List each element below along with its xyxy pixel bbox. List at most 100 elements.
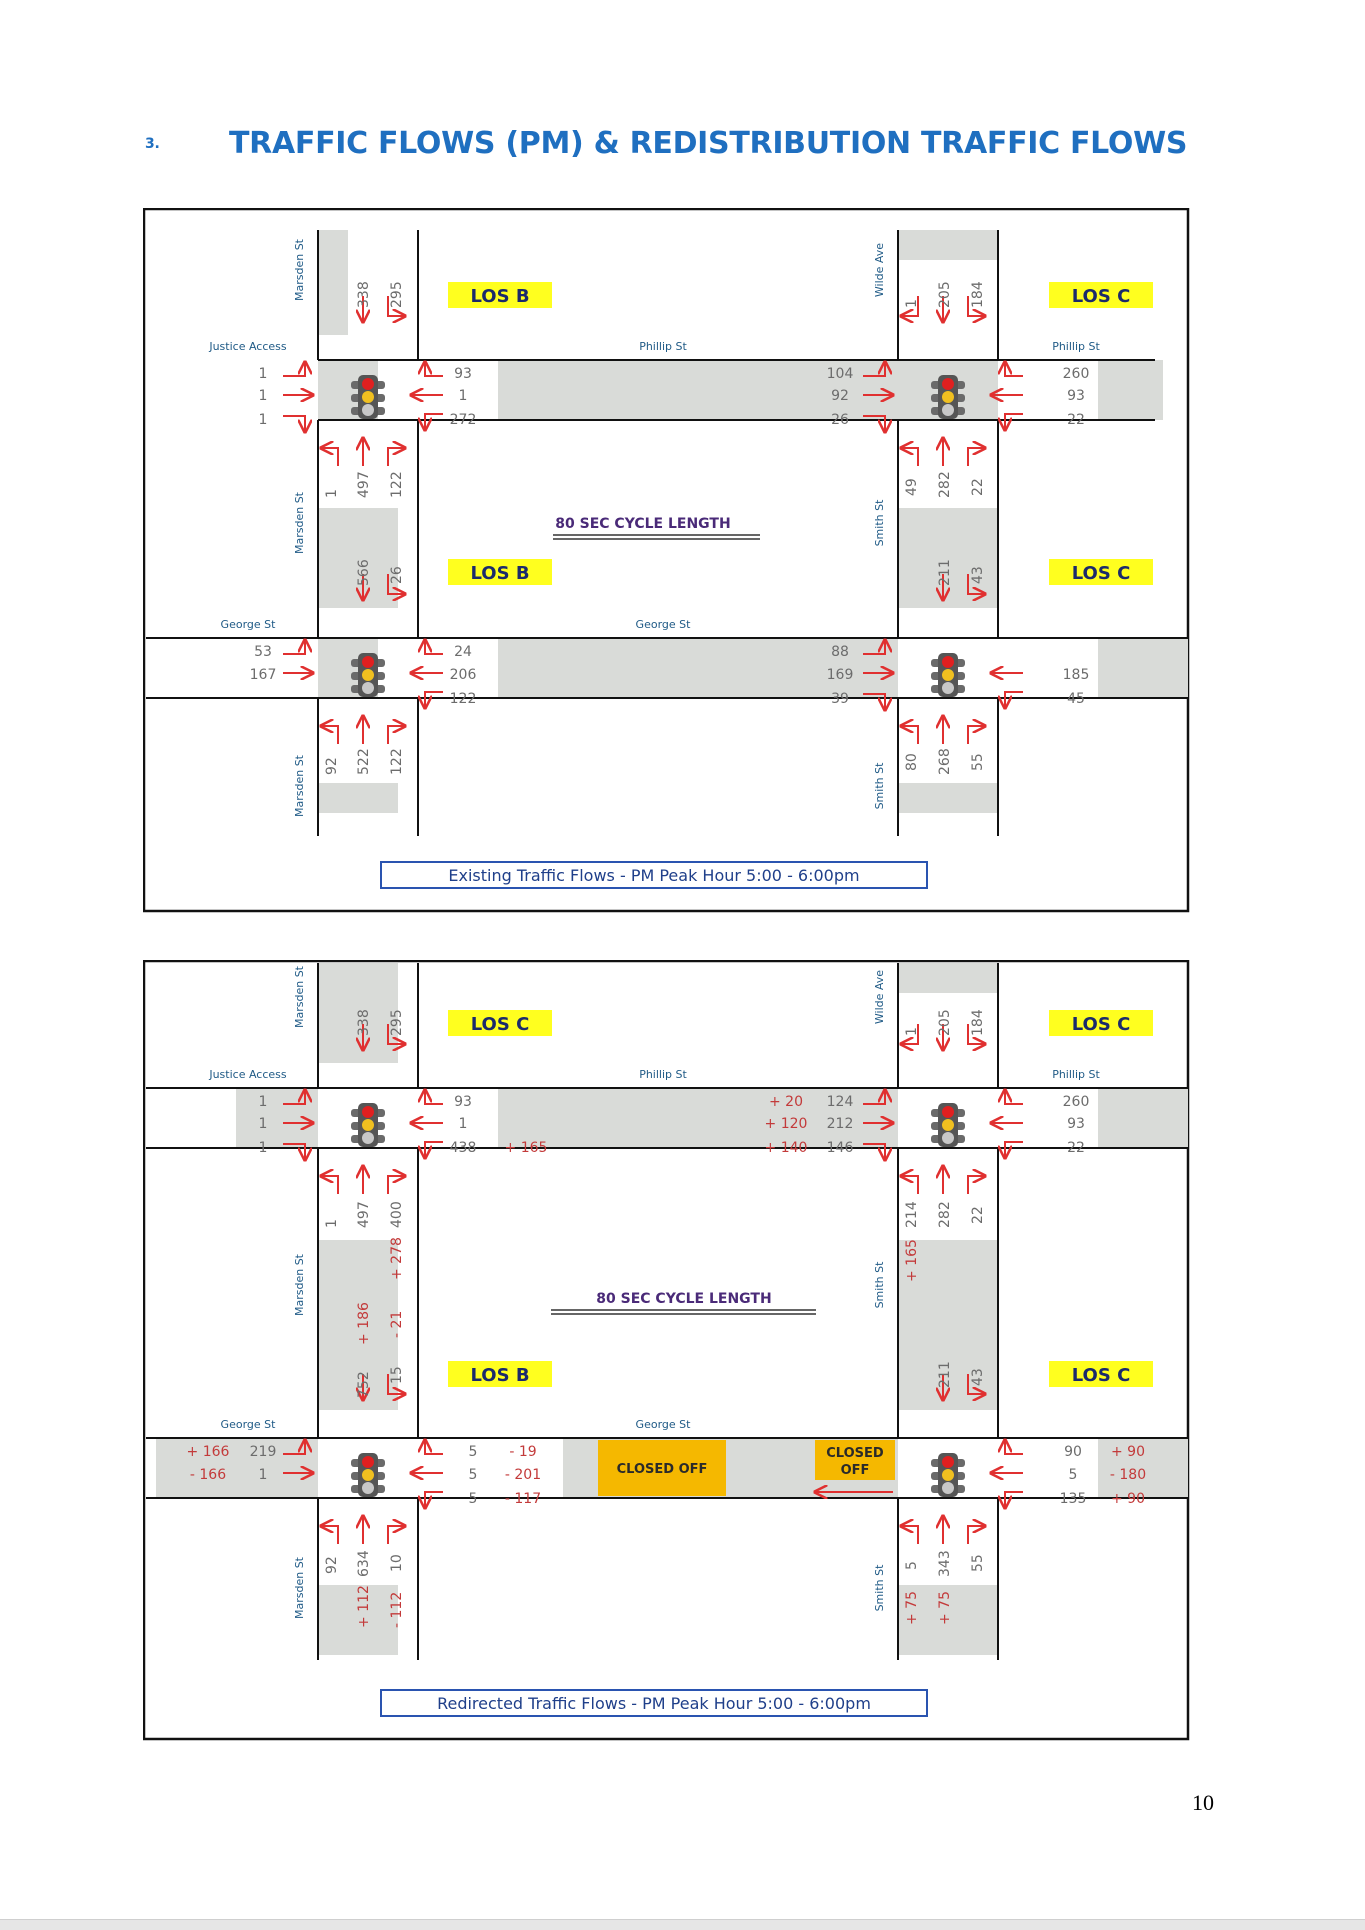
flow-count: 752 — [356, 1371, 372, 1398]
flow-delta: - 112 — [389, 1592, 405, 1628]
street-label: Marsden St — [293, 1556, 306, 1619]
los-badge — [448, 1361, 552, 1387]
flow-count: 185 — [1063, 667, 1090, 683]
flow-count: 169 — [827, 667, 854, 683]
flow-count: 1 — [459, 388, 468, 404]
flow-count: 5 — [1069, 1467, 1078, 1483]
flow-count: 45 — [1067, 691, 1085, 707]
street-label: Phillip St — [639, 1068, 687, 1081]
flow-count: 1 — [259, 366, 268, 382]
street-label: Marsden St — [293, 754, 306, 817]
flow-count: 205 — [937, 281, 953, 308]
existing-traffic-diagram: LOS B LOS C LOS B LOS C 80 SEC CYCLE LEN… — [143, 208, 1190, 913]
flow-count: 1 — [259, 388, 268, 404]
flow-delta: + 112 — [356, 1585, 372, 1628]
closed-off-block — [598, 1440, 726, 1496]
flow-count: 10 — [389, 1554, 405, 1572]
los-badge — [1049, 1361, 1153, 1387]
flow-count: 1 — [459, 1116, 468, 1132]
flow-count: 167 — [250, 667, 277, 683]
flow-count: 90 — [1064, 1444, 1082, 1460]
flow-delta: - 166 — [190, 1467, 226, 1483]
los-label: LOS B — [470, 1365, 529, 1386]
flow-count: 122 — [450, 691, 477, 707]
closed-off-label: OFF — [841, 1463, 870, 1478]
los-label: LOS C — [1072, 286, 1131, 307]
flow-count: 1 — [904, 299, 920, 308]
flow-count: 104 — [827, 366, 854, 382]
flow-delta: + 166 — [187, 1444, 230, 1460]
flow-count: 124 — [827, 1094, 854, 1110]
flow-count: 93 — [1067, 1116, 1085, 1132]
caption-box — [380, 861, 928, 889]
closed-off-label: CLOSED OFF — [617, 1462, 708, 1477]
los-badge — [448, 1010, 552, 1036]
page-number: 10 — [1192, 1790, 1214, 1815]
cycle-length-label: 80 SEC CYCLE LENGTH — [596, 1291, 771, 1307]
flow-count: 1 — [259, 1094, 268, 1110]
flow-count: 135 — [1060, 1491, 1087, 1507]
flow-count: 1 — [324, 489, 340, 498]
street-label: Marsden St — [293, 491, 306, 554]
street-label: Marsden St — [293, 1253, 306, 1316]
street-label: George St — [221, 618, 277, 631]
flow-count: 53 — [254, 644, 272, 660]
flow-count: 338 — [356, 1009, 372, 1036]
flow-count: 219 — [250, 1444, 277, 1460]
flow-count: 80 — [904, 753, 920, 771]
flow-count: 295 — [389, 281, 405, 308]
street-label: Marsden St — [293, 965, 306, 1028]
flow-count: 26 — [389, 566, 405, 584]
flow-count: 5 — [904, 1561, 920, 1570]
flow-count: 1 — [259, 1467, 268, 1483]
flow-delta: + 90 — [1111, 1491, 1145, 1507]
flow-count: 1 — [904, 1027, 920, 1036]
traffic-light-icon — [931, 1453, 965, 1497]
los-label: LOS C — [1072, 1365, 1131, 1386]
flow-delta: + 278 — [389, 1237, 405, 1280]
diagram-caption: Redirected Traffic Flows - PM Peak Hour … — [437, 1694, 871, 1713]
section-heading: 3. TRAFFIC FLOWS (PM) & REDISTRIBUTION T… — [145, 126, 1188, 161]
flow-delta: - 117 — [505, 1491, 541, 1507]
flow-count: 497 — [356, 1201, 372, 1228]
los-badge — [1049, 1010, 1153, 1036]
flow-count: 88 — [831, 644, 849, 660]
traffic-light-icon — [351, 653, 385, 697]
flow-count: 522 — [356, 748, 372, 775]
flow-count: 260 — [1063, 366, 1090, 382]
flow-delta: - 21 — [389, 1311, 405, 1338]
street-label: Phillip St — [1052, 340, 1100, 353]
flow-count: 22 — [1067, 412, 1085, 428]
flow-delta: + 90 — [1111, 1444, 1145, 1460]
street-label: Justice Access — [208, 340, 287, 353]
flow-count: 272 — [450, 412, 477, 428]
flow-count: 39 — [831, 691, 849, 707]
street-label: Smith St — [873, 1261, 886, 1309]
section-title: TRAFFIC FLOWS (PM) & REDISTRIBUTION TRAF… — [229, 126, 1188, 161]
flow-count: 212 — [827, 1116, 854, 1132]
flow-count: 92 — [831, 388, 849, 404]
flow-count: 295 — [389, 1009, 405, 1036]
traffic-light-icon — [931, 375, 965, 419]
flow-count: 214 — [904, 1201, 920, 1228]
flow-count: 211 — [937, 1361, 953, 1388]
flow-delta: + 75 — [937, 1591, 953, 1625]
los-label: LOS C — [471, 1014, 530, 1035]
flow-count: 1 — [324, 1219, 340, 1228]
traffic-light-icon — [931, 1103, 965, 1147]
flow-count: 122 — [389, 471, 405, 498]
flow-arrows — [283, 296, 1023, 744]
los-badge — [1049, 282, 1153, 308]
traffic-light-icon — [351, 1453, 385, 1497]
flow-count: 22 — [970, 1206, 986, 1224]
los-label: LOS C — [1072, 563, 1131, 584]
los-badge — [448, 282, 552, 308]
flow-delta: + 75 — [904, 1591, 920, 1625]
traffic-light-icon — [351, 375, 385, 419]
street-label: George St — [636, 618, 692, 631]
section-number: 3. — [145, 135, 160, 152]
flow-count: 5 — [469, 1467, 478, 1483]
flow-count: 55 — [970, 1554, 986, 1572]
flow-count: 184 — [970, 1009, 986, 1036]
flow-delta: + 20 — [769, 1094, 803, 1110]
